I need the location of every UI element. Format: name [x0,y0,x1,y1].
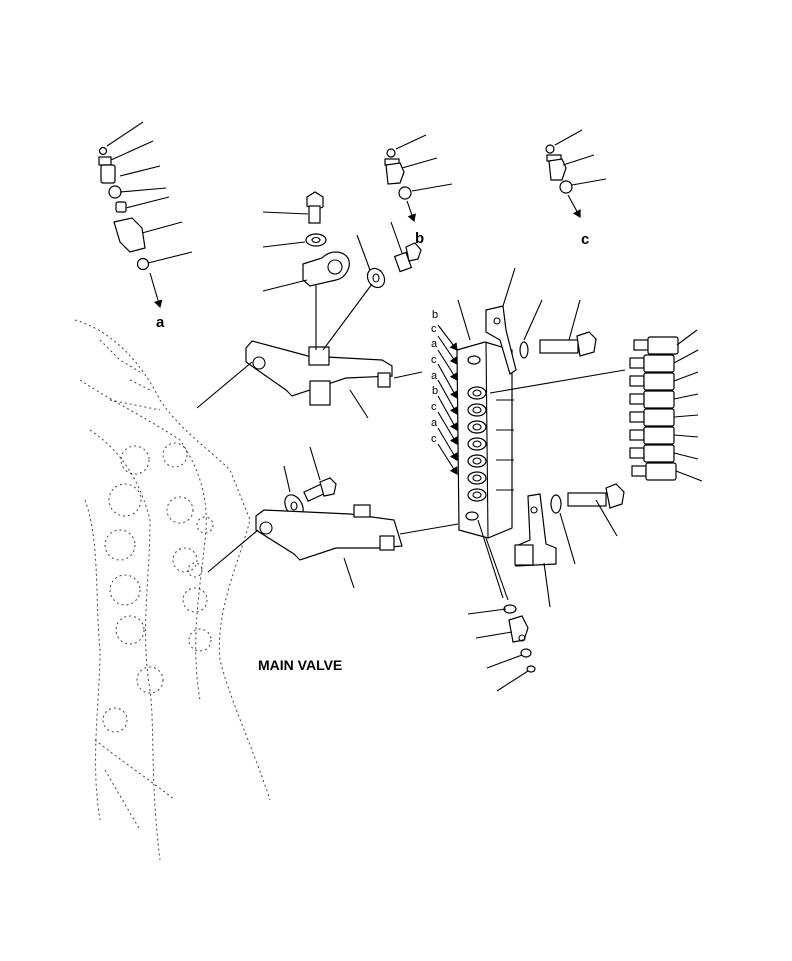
main-valve-outline [74,319,271,861]
port-letter: c [431,354,437,366]
port-arrows: b c a c a b c a c [431,309,458,475]
port-letter: b [432,309,438,321]
lower-bracket [207,504,459,589]
port-letter: a [431,370,438,382]
fitting-stack-c [545,129,607,218]
port-letter: a [431,417,438,429]
manifold-block [456,299,514,601]
port-letter: a [431,338,438,350]
lower-mount [514,483,625,608]
marker-a: a [156,314,165,331]
port-letter: c [431,433,437,445]
upper-bracket [196,283,423,419]
switch-stack [629,329,703,482]
marker-c: c [581,231,589,248]
clamp-hardware [262,191,422,292]
upper-mount [485,267,626,394]
bottom-fitting-stack [467,604,536,692]
port-letter: c [431,401,437,413]
fitting-stack-a [98,121,193,309]
main-valve-label: MAIN VALVE [258,657,342,673]
port-letter: b [432,385,438,397]
fitting-stack-b [384,134,453,223]
port-letter: c [431,323,437,335]
lower-bolt [283,446,337,518]
marker-b: b [415,230,424,247]
